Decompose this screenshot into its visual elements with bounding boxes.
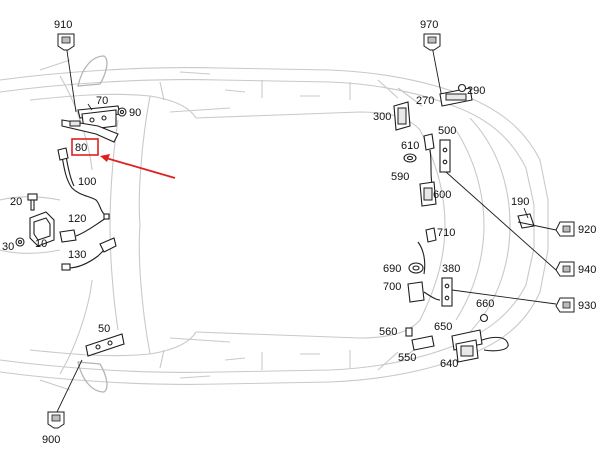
part-80-module [61, 119, 119, 143]
highlight-part-80 [71, 138, 176, 179]
connector-940 [555, 261, 575, 277]
part-590-grommet [403, 153, 417, 163]
label-940: 940 [578, 264, 596, 276]
label-920: 920 [578, 224, 596, 236]
part-380-bracket [441, 277, 453, 307]
part-190-sensor [517, 213, 535, 229]
label-610: 610 [401, 140, 419, 152]
connector-920 [555, 221, 575, 237]
connector-910 [57, 33, 77, 113]
label-290: 290 [467, 85, 485, 97]
label-600: 600 [433, 189, 451, 201]
label-590: 590 [391, 171, 409, 183]
part-610-connector [423, 133, 435, 185]
label-640: 640 [440, 358, 458, 370]
part-650-module [451, 329, 509, 363]
part-130-harness [61, 237, 117, 271]
part-labels: 910 970 70 90 80 100 20 120 30 10 130 50… [2, 19, 596, 446]
mirror-front-left [77, 55, 108, 87]
car-body-outline [0, 59, 549, 391]
label-560: 560 [379, 326, 397, 338]
label-690: 690 [383, 263, 401, 275]
leader-lines [87, 103, 557, 305]
label-550: 550 [398, 352, 416, 364]
part-290-screw [457, 83, 467, 93]
part-120-sensor [59, 213, 110, 243]
part-710-connector [417, 227, 437, 275]
part-550-bracket [411, 335, 435, 351]
label-50: 50 [98, 323, 110, 335]
label-30: 30 [2, 241, 14, 253]
label-930: 930 [578, 300, 596, 312]
part-600-module [419, 181, 437, 207]
label-80: 80 [75, 142, 87, 154]
part-560-clip [405, 327, 413, 337]
part-300-unit [393, 101, 411, 131]
label-500: 500 [438, 125, 456, 137]
label-190: 190 [511, 196, 529, 208]
part-90-nut [117, 107, 127, 117]
part-30-clip [15, 237, 25, 247]
label-70: 70 [96, 95, 108, 107]
part-50-bracket [85, 333, 125, 357]
label-20: 20 [10, 196, 22, 208]
label-120: 120 [68, 213, 86, 225]
label-100: 100 [78, 176, 96, 188]
part-700-module [407, 281, 441, 303]
part-20-bolt [27, 193, 38, 211]
label-660: 660 [476, 298, 494, 310]
label-300: 300 [373, 111, 391, 123]
part-690-grommet [408, 262, 424, 274]
label-700: 700 [383, 281, 401, 293]
label-910: 910 [54, 19, 72, 31]
label-970: 970 [420, 19, 438, 31]
label-380: 380 [442, 263, 460, 275]
connector-930 [555, 297, 575, 313]
label-90: 90 [129, 107, 141, 119]
part-100-wire [57, 147, 105, 215]
connector-970 [423, 33, 443, 99]
part-500-bracket [439, 139, 451, 173]
label-900: 900 [42, 434, 60, 446]
mirror-front-right [77, 361, 108, 393]
label-710: 710 [437, 227, 455, 239]
label-10: 10 [35, 238, 47, 250]
part-10-sensor [29, 211, 55, 247]
part-660-nut [479, 313, 489, 323]
label-270: 270 [416, 95, 434, 107]
connector-900 [47, 359, 83, 429]
label-130: 130 [68, 249, 86, 261]
label-650: 650 [434, 321, 452, 333]
